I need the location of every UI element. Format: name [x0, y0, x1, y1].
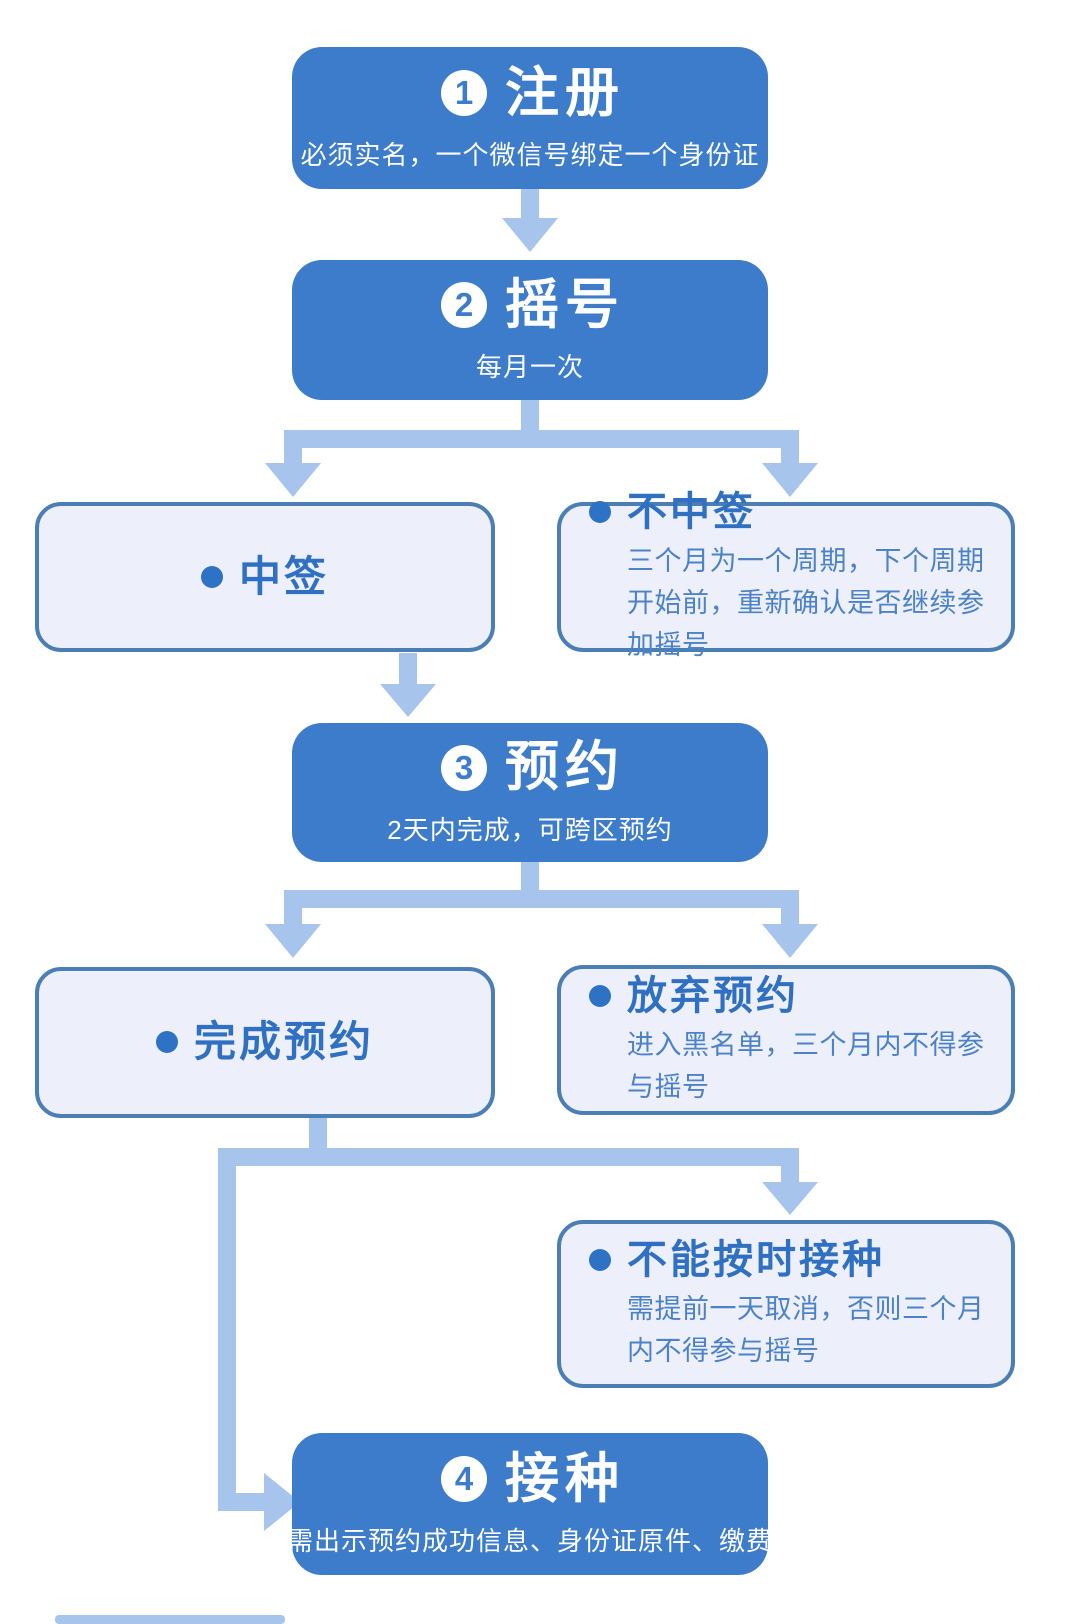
- split-complete-stem: [309, 1118, 327, 1148]
- outcome-abandon-title: 放弃预约: [627, 974, 799, 1019]
- step-reserve-title-row: 3 预约: [441, 737, 619, 797]
- split-complete-bar: [218, 1148, 799, 1166]
- outcome-lose-title: 不中签: [627, 490, 756, 535]
- bullet-dot-icon: [200, 565, 223, 588]
- arrow-complete-to-step4-icon: [218, 1148, 300, 1531]
- step-register-box: 1 注册 必须实名，一个微信号绑定一个身份证: [292, 47, 768, 189]
- step-vaccinate-subtitle: 需出示预约成功信息、身份证原件、缴费: [287, 1526, 774, 1557]
- arrow-to-miss-icon: [762, 1166, 818, 1215]
- bullet-dot-icon: [155, 1031, 178, 1054]
- arrow-to-win-icon: [265, 448, 321, 497]
- step-number-1-badge: 1: [441, 70, 487, 117]
- arrow-to-abandon-icon: [762, 908, 818, 958]
- arrow-step1-to-step2-icon: [502, 188, 558, 252]
- outcome-miss-description: 需提前一天取消，否则三个月内不得参与摇号: [627, 1294, 985, 1366]
- arrow-win-to-step3-icon: [380, 653, 436, 717]
- outcome-win-row: 中签: [200, 552, 329, 601]
- step-lottery-subtitle: 每月一次: [475, 352, 584, 383]
- outcome-complete-row: 完成预约: [155, 1018, 374, 1066]
- step-reserve-subtitle: 2天内完成，可跨区预约: [387, 814, 673, 845]
- split-step3-bar: [284, 890, 799, 908]
- outcome-miss-title: 不能按时接种: [627, 1238, 885, 1283]
- step-reserve-box: 3 预约 2天内完成，可跨区预约: [292, 723, 768, 862]
- outcome-lose-description: 三个月为一个周期，下个周期开始前，重新确认是否继续参加摇号: [627, 546, 985, 660]
- step-vaccinate-box: 4 接种 需出示预约成功信息、身份证原件、缴费: [287, 1433, 772, 1575]
- split-step3-stem: [521, 862, 539, 890]
- step-number-2-badge: 2: [441, 282, 487, 329]
- outcome-complete-box: 完成预约: [35, 967, 495, 1118]
- bullet-dot-icon: [589, 985, 611, 1008]
- outcome-win-box: 中签: [35, 502, 495, 652]
- outcome-abandon-row: 放弃预约: [589, 973, 991, 1019]
- step-number-3-badge: 3: [441, 744, 487, 791]
- step-register-title: 注册: [505, 62, 625, 123]
- outcome-abandon-description: 进入黑名单，三个月内不得参与摇号: [627, 1030, 985, 1102]
- step-lottery-title-row: 2 摇号: [441, 275, 619, 335]
- bullet-dot-icon: [589, 501, 611, 524]
- arrow-to-lose-icon: [762, 448, 818, 497]
- outcome-win-title: 中签: [238, 552, 329, 600]
- step-lottery-box: 2 摇号 每月一次: [292, 260, 768, 400]
- outcome-abandon-box: 放弃预约 进入黑名单，三个月内不得参与摇号: [557, 965, 1015, 1115]
- step-register-subtitle: 必须实名，一个微信号绑定一个身份证: [300, 140, 760, 171]
- arrow-to-complete-icon: [265, 908, 321, 958]
- outcome-miss-row: 不能按时接种: [589, 1237, 991, 1283]
- step-lottery-title: 摇号: [505, 274, 625, 335]
- step-vaccinate-title: 接种: [505, 1448, 625, 1509]
- outcome-lose-row: 不中签: [589, 489, 991, 535]
- outcome-miss-box: 不能按时接种 需提前一天取消，否则三个月内不得参与摇号: [557, 1220, 1015, 1388]
- outcome-lose-box: 不中签 三个月为一个周期，下个周期开始前，重新确认是否继续参加摇号: [557, 490, 1015, 660]
- step-vaccinate-title-row: 4 接种: [441, 1449, 619, 1509]
- step-reserve-title: 预约: [505, 737, 625, 798]
- bullet-dot-icon: [589, 1249, 611, 1272]
- outcome-complete-title: 完成预约: [193, 1018, 374, 1066]
- cutoff-bottom-line: [55, 1615, 285, 1624]
- split-step2-bar: [284, 430, 799, 448]
- step-register-title-row: 1 注册: [441, 63, 619, 123]
- step-number-4-badge: 4: [441, 1456, 487, 1503]
- split-step2-stem: [521, 400, 539, 430]
